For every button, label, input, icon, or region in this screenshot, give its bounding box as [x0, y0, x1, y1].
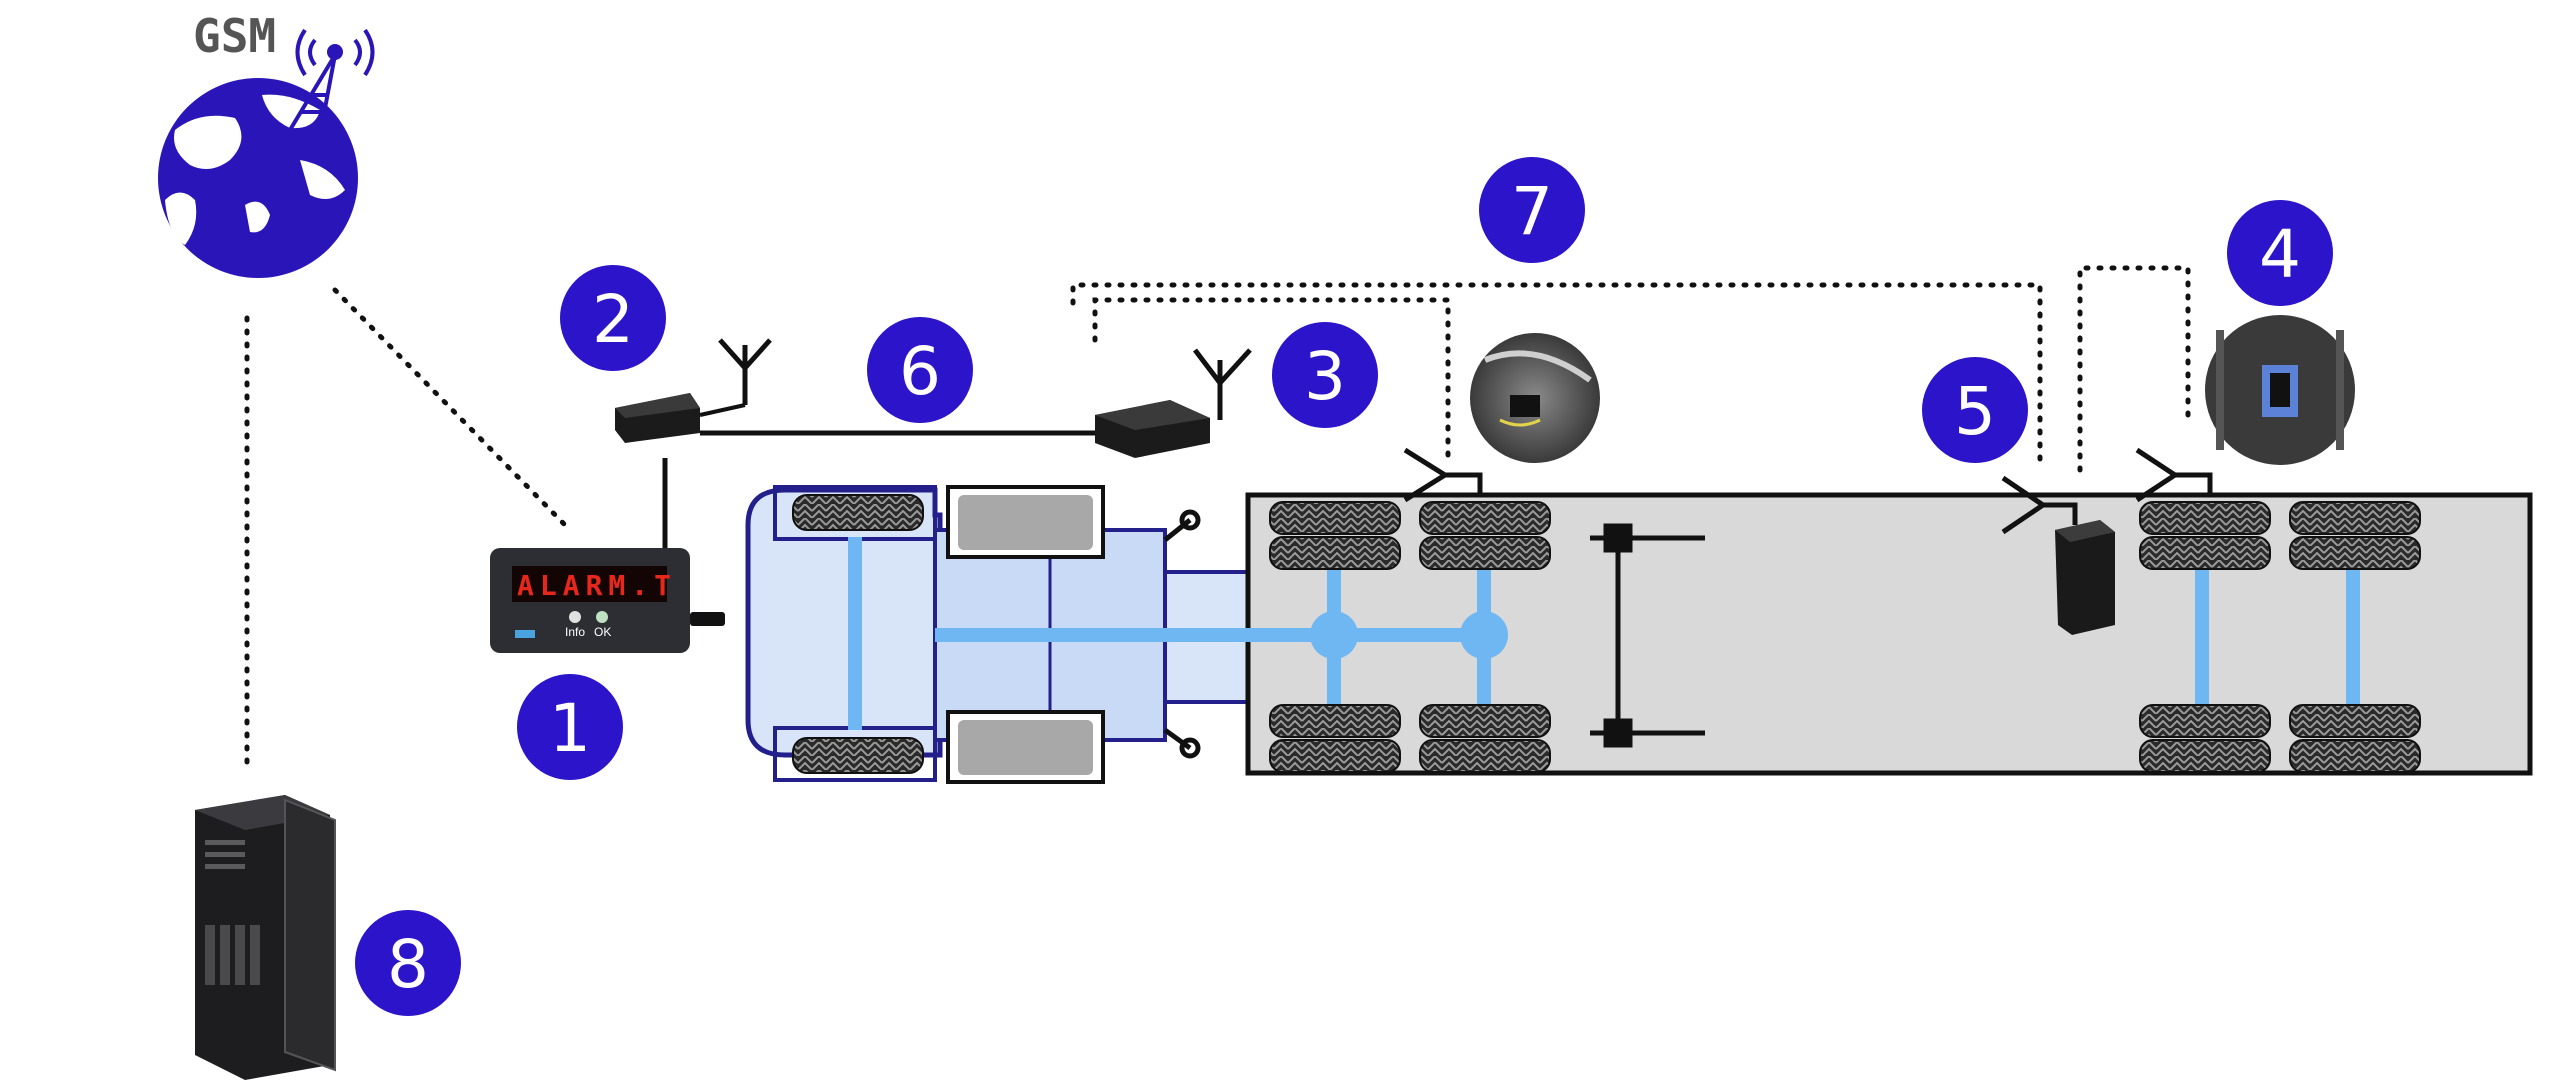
tyre-icon [2289, 704, 2421, 738]
repeater-unit-5 [2055, 520, 2115, 635]
badge-number: 4 [2259, 216, 2301, 293]
connector-plug-icon [690, 612, 725, 626]
link-7-outer [1070, 282, 2043, 473]
tyre-icon [792, 737, 924, 774]
dotted-links [244, 265, 2191, 773]
badge-number: 2 [592, 281, 634, 358]
badge-2: 2 [560, 265, 666, 371]
gsm-to-display-link [332, 287, 568, 528]
tyre-icon [2139, 501, 2271, 535]
badge-number: 7 [1511, 173, 1553, 250]
tyre-icon [2139, 739, 2271, 773]
trailer-coupling [1590, 523, 1705, 748]
badge-circle [355, 910, 461, 1016]
tyre-sensor-photo [2205, 315, 2355, 465]
link-7-inner [1092, 297, 1451, 458]
axles [848, 537, 2360, 730]
tyre-icon [2139, 536, 2271, 570]
receiver-unit-3 [1095, 348, 1252, 458]
tyre-icon [792, 494, 924, 531]
badge-circle [1922, 357, 2028, 463]
badge-number: 8 [387, 926, 429, 1003]
info-label: Info [565, 625, 585, 639]
badge-4: 4 [2227, 200, 2333, 306]
badge-circle [1479, 157, 1585, 263]
tyre-icon [2289, 536, 2421, 570]
badge-number: 1 [549, 690, 591, 767]
display-screen-text: ALARM.T [517, 569, 677, 602]
tyre-icon [2289, 739, 2421, 773]
badge-7: 7 [1479, 157, 1585, 263]
tyre-icon [1269, 501, 1401, 535]
gsm-label: GSM [193, 9, 276, 63]
tyre-icon [2139, 704, 2271, 738]
tyre-icon [1269, 739, 1401, 773]
server-tower-icon [195, 795, 336, 1080]
tyre-icon [1419, 501, 1551, 535]
badge-3: 3 [1272, 322, 1378, 428]
badge-circle [560, 265, 666, 371]
tyre-icon [1419, 536, 1551, 570]
antenna-icon [1193, 348, 1252, 420]
ok-label: OK [594, 625, 611, 639]
link-4 [2077, 265, 2191, 473]
badge-5: 5 [1922, 357, 2028, 463]
badges: 1 2 3 4 5 6 7 8 [355, 157, 2333, 1016]
brand-tag-icon [515, 630, 535, 638]
tyres [792, 494, 2421, 774]
display-unit: ALARM.T Info OK [490, 458, 725, 653]
tyre-icon [1269, 704, 1401, 738]
badge-8: 8 [355, 910, 461, 1016]
badge-circle [517, 674, 623, 780]
tyre-icon [1419, 739, 1551, 773]
gsm-globe-icon [158, 78, 358, 278]
info-led-icon [569, 611, 581, 623]
badge-1: 1 [517, 674, 623, 780]
badge-circle [867, 317, 973, 423]
valve-sensor-photo [1470, 333, 1600, 463]
badge-circle [1272, 322, 1378, 428]
badge-number: 3 [1304, 338, 1346, 415]
tyre-icon [1269, 536, 1401, 570]
ok-led-icon [596, 611, 608, 623]
tyre-icon [2289, 501, 2421, 535]
tyre-icon [1419, 704, 1551, 738]
fuel-tank-icon [958, 720, 1093, 775]
antenna-tower-icon [288, 28, 375, 136]
receiver-unit-2 [615, 338, 772, 443]
badge-6: 6 [867, 317, 973, 423]
badge-circle [2227, 200, 2333, 306]
sensor-antenna-icons [1403, 447, 2213, 535]
fuel-tank-icon [958, 495, 1093, 550]
antenna-icon [718, 338, 772, 405]
badge-number: 6 [899, 333, 941, 410]
badge-number: 5 [1954, 373, 1996, 450]
